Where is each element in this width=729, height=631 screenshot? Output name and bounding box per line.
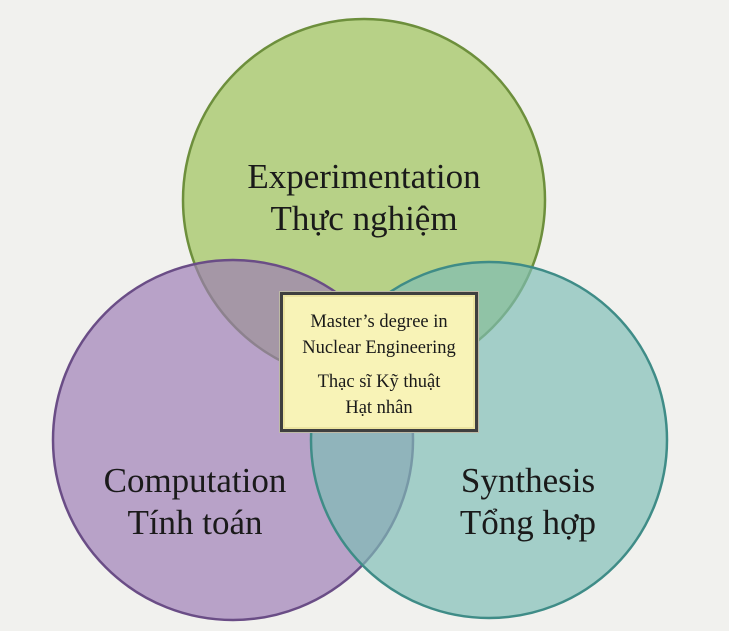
center-line-2: Nuclear Engineering [302, 338, 456, 358]
center-line-3: Thạc sĩ Kỹ thuật [317, 372, 441, 392]
experimentation-label-en: Experimentation [247, 157, 481, 196]
synthesis-label-vn: Tổng hợp [459, 503, 597, 542]
center-line-1: Master’s degree in [310, 312, 448, 332]
computation-label: Computation Tính toán [60, 460, 330, 544]
center-line-4: Hạt nhân [345, 398, 413, 418]
computation-label-vn: Tính toán [127, 503, 263, 542]
synthesis-label: Synthesis Tổng hợp [408, 460, 648, 544]
experimentation-label-vn: Thực nghiệm [270, 199, 458, 238]
synthesis-label-en: Synthesis [460, 461, 596, 500]
experimentation-label: Experimentation Thực nghiệm [212, 156, 516, 240]
center-intersection-box: Master’s degree in Nuclear Engineering T… [280, 292, 478, 432]
computation-label-en: Computation [103, 461, 287, 500]
